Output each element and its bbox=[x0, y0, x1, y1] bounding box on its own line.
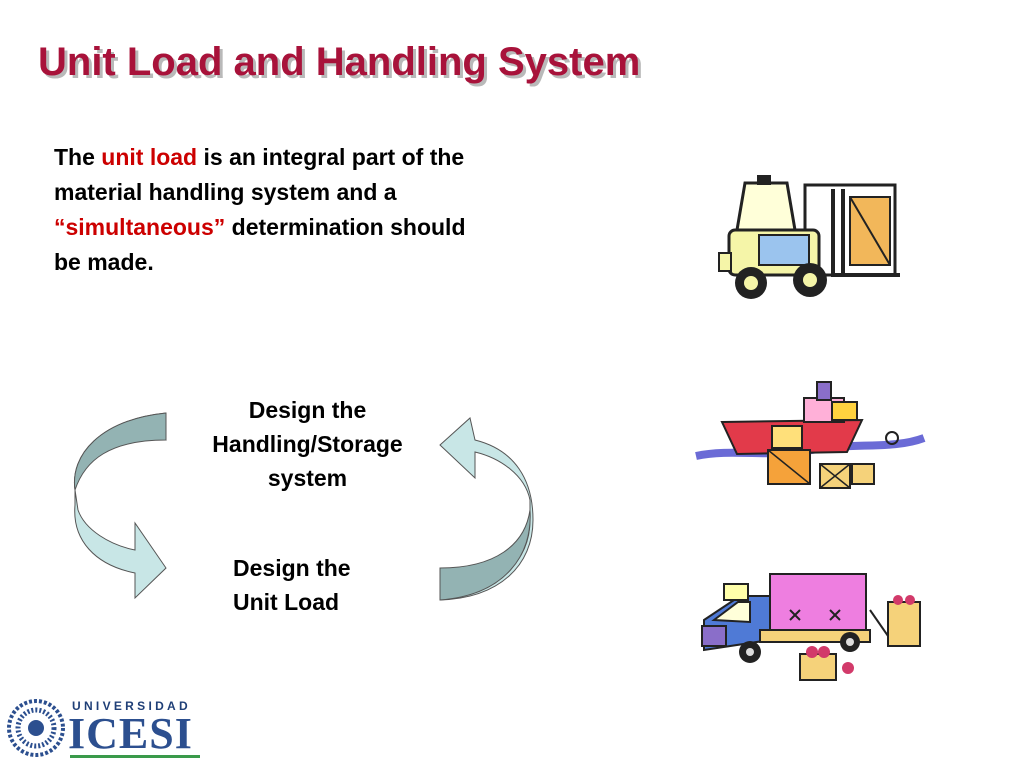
logo-main-text: ICESI bbox=[68, 709, 193, 758]
slide-title: Unit Load and Handling System bbox=[38, 40, 641, 84]
cycle-bottom-label-line2: Unit Load bbox=[233, 589, 340, 615]
cycle-bottom-label: Design the Unit Load bbox=[225, 551, 393, 619]
intro-middle: is an integral part of the material hand… bbox=[54, 144, 465, 205]
icesi-logo-icon bbox=[7, 699, 65, 757]
intro-suffix: determination should be made. bbox=[54, 214, 466, 275]
cycle-bottom-label-line1: Design the bbox=[233, 555, 351, 581]
intro-highlight-simultaneous: “simultaneous” bbox=[54, 214, 226, 240]
intro-highlight-unit-load: unit load bbox=[101, 144, 198, 170]
cycle-top-label: Design the Handling/Storage system bbox=[212, 397, 403, 491]
intro-paragraph: The unit load is an integral part of the… bbox=[54, 140, 484, 280]
intro-prefix: The bbox=[54, 144, 102, 170]
logo-underline bbox=[70, 755, 200, 758]
forklift-icon bbox=[718, 175, 900, 299]
logo-top-text: UNIVERSIDAD bbox=[72, 699, 191, 713]
delivery-truck-icon bbox=[701, 573, 921, 681]
cargo-ship-icon bbox=[695, 381, 926, 489]
